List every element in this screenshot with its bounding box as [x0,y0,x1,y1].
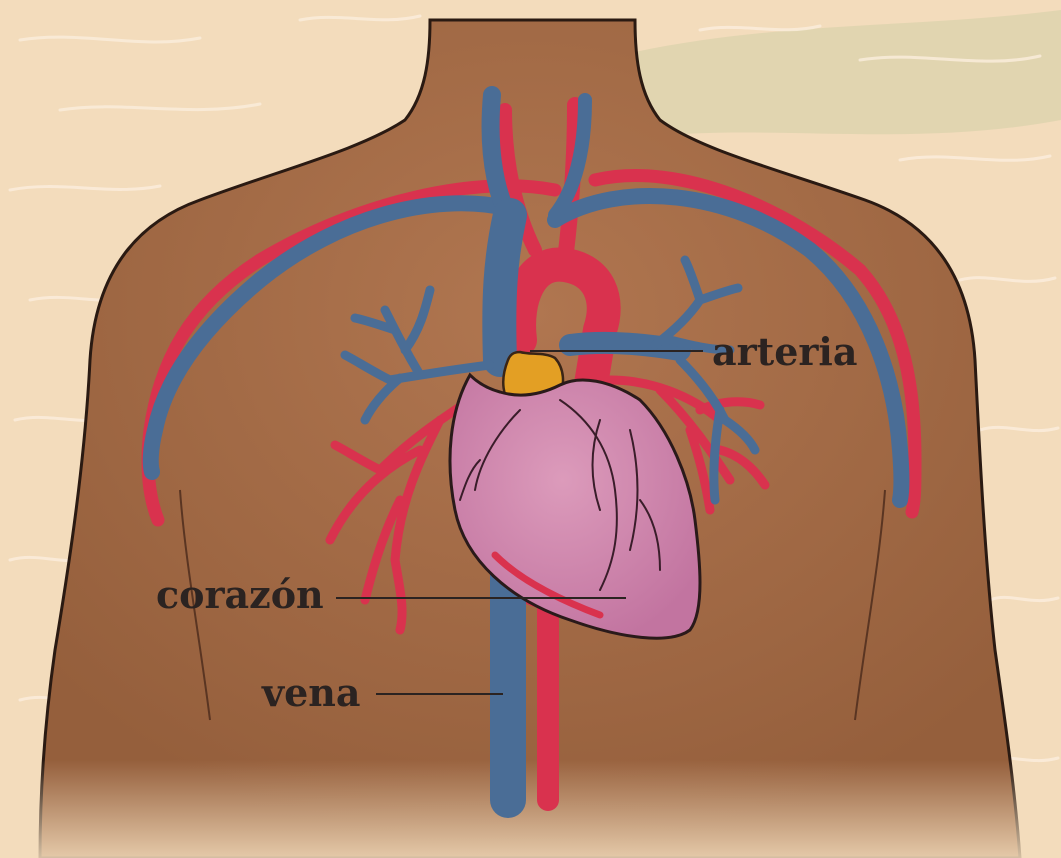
bottom-fade [0,760,1061,858]
vein-label: vena [262,674,361,712]
artery-label: arteria [712,333,857,371]
heart-label: corazón [156,576,324,614]
superior-vena-cava [499,215,510,360]
